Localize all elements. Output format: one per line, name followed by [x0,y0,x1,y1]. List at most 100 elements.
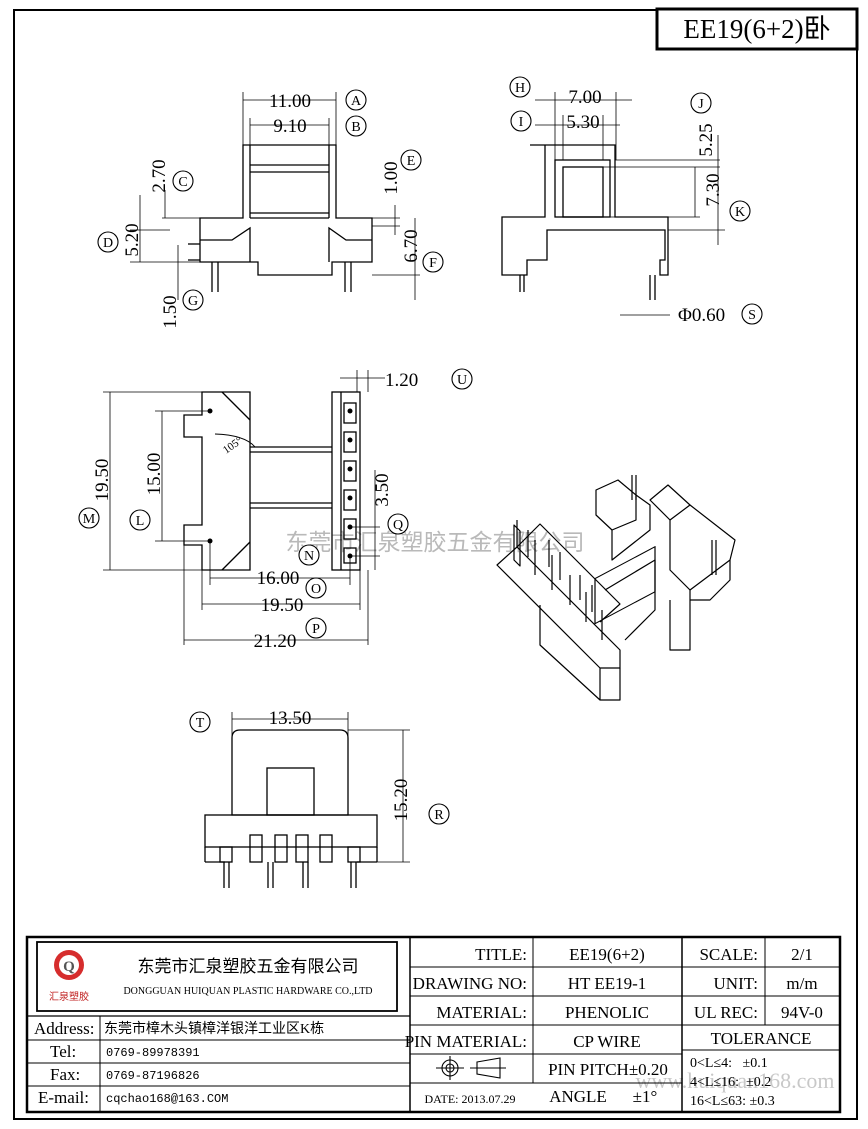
dimension-markers: A B C D E F G H I J K S U M L Q N O P T … [78,76,763,825]
email-label: E-mail: [38,1088,89,1107]
tolerance-row-2: 4<L≤16: ±0.2 [690,1075,771,1090]
ul-rec-value: 94V-0 [781,1003,823,1022]
part-title: EE19(6+2)卧 [683,14,830,44]
svg-text:J: J [698,97,704,112]
bottom-view-dims [231,712,410,863]
marker-g: G [182,289,204,311]
dim-k-value: 7.30 [703,173,724,206]
tolerance-row-1: 0<L≤4: ±0.1 [690,1056,768,1071]
company-name-cn: 东莞市汇泉塑胶五金有限公司 [138,957,359,976]
svg-text:Q: Q [63,959,75,975]
dim-h-value: 7.00 [568,87,601,108]
material-value: PHENOLIC [565,1003,649,1022]
svg-text:O: O [311,582,321,597]
svg-text:T: T [196,716,205,731]
dim-o-value: 19.50 [261,595,304,616]
dim-c-value: 2.70 [149,159,170,192]
front-view [188,144,373,292]
svg-text:汇泉塑胶: 汇泉塑胶 [49,990,89,1003]
marker-i: I [510,110,532,132]
angle-tolerance: ±1° [633,1087,658,1106]
svg-text:D: D [103,236,113,251]
projection-symbol [436,1056,506,1080]
svg-text:K: K [735,205,745,220]
dim-d-value: 5.20 [122,223,143,256]
marker-j: J [690,92,712,114]
marker-k: K [729,200,751,222]
marker-h: H [509,76,531,98]
fax-value: 0769-87196826 [106,1069,200,1083]
svg-text:B: B [351,120,360,135]
pin-pitch-value: PIN PITCH±0.20 [548,1060,668,1079]
drawing-no-label: DRAWING NO: [413,974,527,993]
dim-b-value: 9.10 [273,116,306,137]
svg-text:E: E [407,154,416,169]
top-view [183,391,361,571]
unit-value: m/m [786,974,817,993]
dim-r-value: 15.20 [391,779,412,822]
dim-a-value: 11.00 [269,91,311,112]
material-label: MATERIAL: [436,1003,527,1022]
marker-p: P [305,617,327,639]
company-logo: Q 汇泉塑胶 [49,950,89,1003]
marker-u: U [451,368,473,390]
svg-text:U: U [457,373,467,388]
pin-material-label: PIN MATERIAL: [405,1032,527,1051]
fax-label: Fax: [50,1065,80,1084]
svg-text:F: F [429,256,437,271]
watermark-url: www.huiquan168.com [636,1068,835,1093]
tel-value: 0769-89978391 [106,1046,200,1060]
marker-n: N [298,544,320,566]
date-value: DATE: 2013.07.29 [425,1092,516,1106]
marker-b: B [345,115,367,137]
marker-d: D [97,231,119,253]
svg-text:S: S [748,308,756,323]
watermark-text: 东莞市汇泉塑胶五金有限公司 [286,530,585,555]
tolerance-label: TOLERANCE [711,1029,812,1048]
svg-text:M: M [83,512,96,527]
svg-text:H: H [515,81,525,96]
marker-e: E [400,149,422,171]
tel-label: Tel: [50,1042,76,1061]
dim-f-value: 6.70 [401,229,422,262]
svg-text:Q: Q [393,518,403,533]
side-view-dims [535,92,725,316]
pin-material-value: CP WIRE [573,1032,641,1051]
part-title-box: EE19(6+2)卧 [655,7,859,51]
drawing-border [13,9,858,1120]
top-view-dims [103,370,385,645]
svg-text:L: L [136,514,145,529]
company-name-en: DONGGUAN HUIQUAN PLASTIC HARDWARE CO.,LT… [123,986,372,997]
title-block: Q 汇泉塑胶 东莞市汇泉塑胶五金有限公司 DONGGUAN HUIQUAN PL… [25,935,842,1114]
bottom-view [204,729,378,888]
svg-text:G: G [188,294,198,309]
dim-n-value: 16.00 [257,568,300,589]
marker-o: O [305,577,327,599]
isometric-view [496,475,736,701]
email-value: cqchao168@163.COM [106,1092,228,1106]
dim-l-value: 15.00 [144,453,165,496]
unit-label: UNIT: [714,974,758,993]
dim-j-value: 5.25 [696,123,717,156]
address-value: 东莞市樟木头镇樟洋银洋工业区K栋 [104,1020,324,1037]
dim-p-value: 21.20 [254,631,297,652]
dim-u-value: 1.20 [385,370,418,391]
title-value: EE19(6+2) [569,945,645,964]
scale-label: SCALE: [699,945,758,964]
front-view-dims [130,92,420,300]
dim-m-value: 19.50 [92,459,113,502]
marker-s: S [741,303,763,325]
tolerance-row-3: 16<L≤63: ±0.3 [690,1094,775,1109]
marker-r: R [428,803,450,825]
dim-i-value: 5.30 [566,112,599,133]
ul-rec-label: UL REC: [694,1003,758,1022]
dim-s-value: Φ0.60 [678,305,725,326]
angle-label: ANGLE [549,1087,607,1106]
marker-f: F [422,251,444,273]
marker-l: L [129,509,151,531]
svg-text:A: A [351,94,362,109]
side-view [501,144,669,300]
svg-text:R: R [434,808,444,823]
dim-q-value: 3.50 [372,473,393,506]
